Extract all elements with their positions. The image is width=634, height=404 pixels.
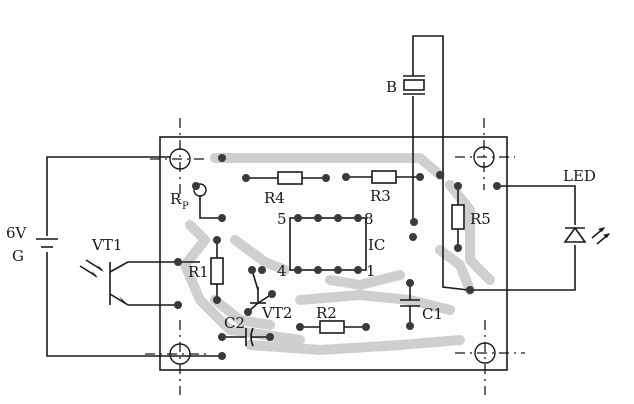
resistor-r2: R2 xyxy=(296,304,370,334)
led-label: LED xyxy=(563,167,596,185)
board-pads xyxy=(174,154,501,360)
r2-label: R2 xyxy=(316,304,337,322)
ic-pin8-label: 8 xyxy=(364,210,374,228)
led: LED xyxy=(563,167,610,245)
ic-pin4-label: 4 xyxy=(277,262,287,280)
vt2-label: VT2 xyxy=(261,304,292,322)
r3-label: R3 xyxy=(370,187,391,205)
phototransistor-vt1: VT1 xyxy=(79,236,129,306)
rp-label: R xyxy=(170,190,182,208)
c2-label: C2 xyxy=(224,314,245,332)
r5-label: R5 xyxy=(470,210,491,228)
r4-label: R4 xyxy=(264,189,285,207)
battery-g: 6V G xyxy=(6,224,58,265)
battery-voltage-label: 6V xyxy=(6,224,28,242)
buzzer-label: B xyxy=(386,78,397,96)
resistor-r3: R3 xyxy=(342,170,424,205)
rp-subscript: P xyxy=(182,201,189,212)
r1-label: R1 xyxy=(188,263,209,281)
transistor-vt2: VT2 xyxy=(244,266,292,322)
external-wires xyxy=(46,35,576,357)
ic-pin1-label: 1 xyxy=(366,262,376,280)
battery-name-label: G xyxy=(12,247,24,265)
vt1-label: VT1 xyxy=(91,236,122,254)
ic-label: IC xyxy=(368,236,385,254)
hole-centerlines xyxy=(145,118,525,395)
copper-traces xyxy=(180,153,495,355)
capacitor-c2: C2 xyxy=(218,314,274,347)
ic-pin5-label: 5 xyxy=(277,210,287,228)
ic-chip: IC 5 8 4 1 xyxy=(277,210,385,280)
buzzer-b: B xyxy=(386,75,425,96)
resistor-r4: R4 xyxy=(242,171,330,207)
resistor-r5: R5 xyxy=(451,182,491,252)
capacitor-c1: C1 xyxy=(400,279,443,330)
potentiometer-rp: R P xyxy=(170,183,218,219)
c1-label: C1 xyxy=(422,305,443,323)
resistor-r1: R1 xyxy=(188,236,224,304)
